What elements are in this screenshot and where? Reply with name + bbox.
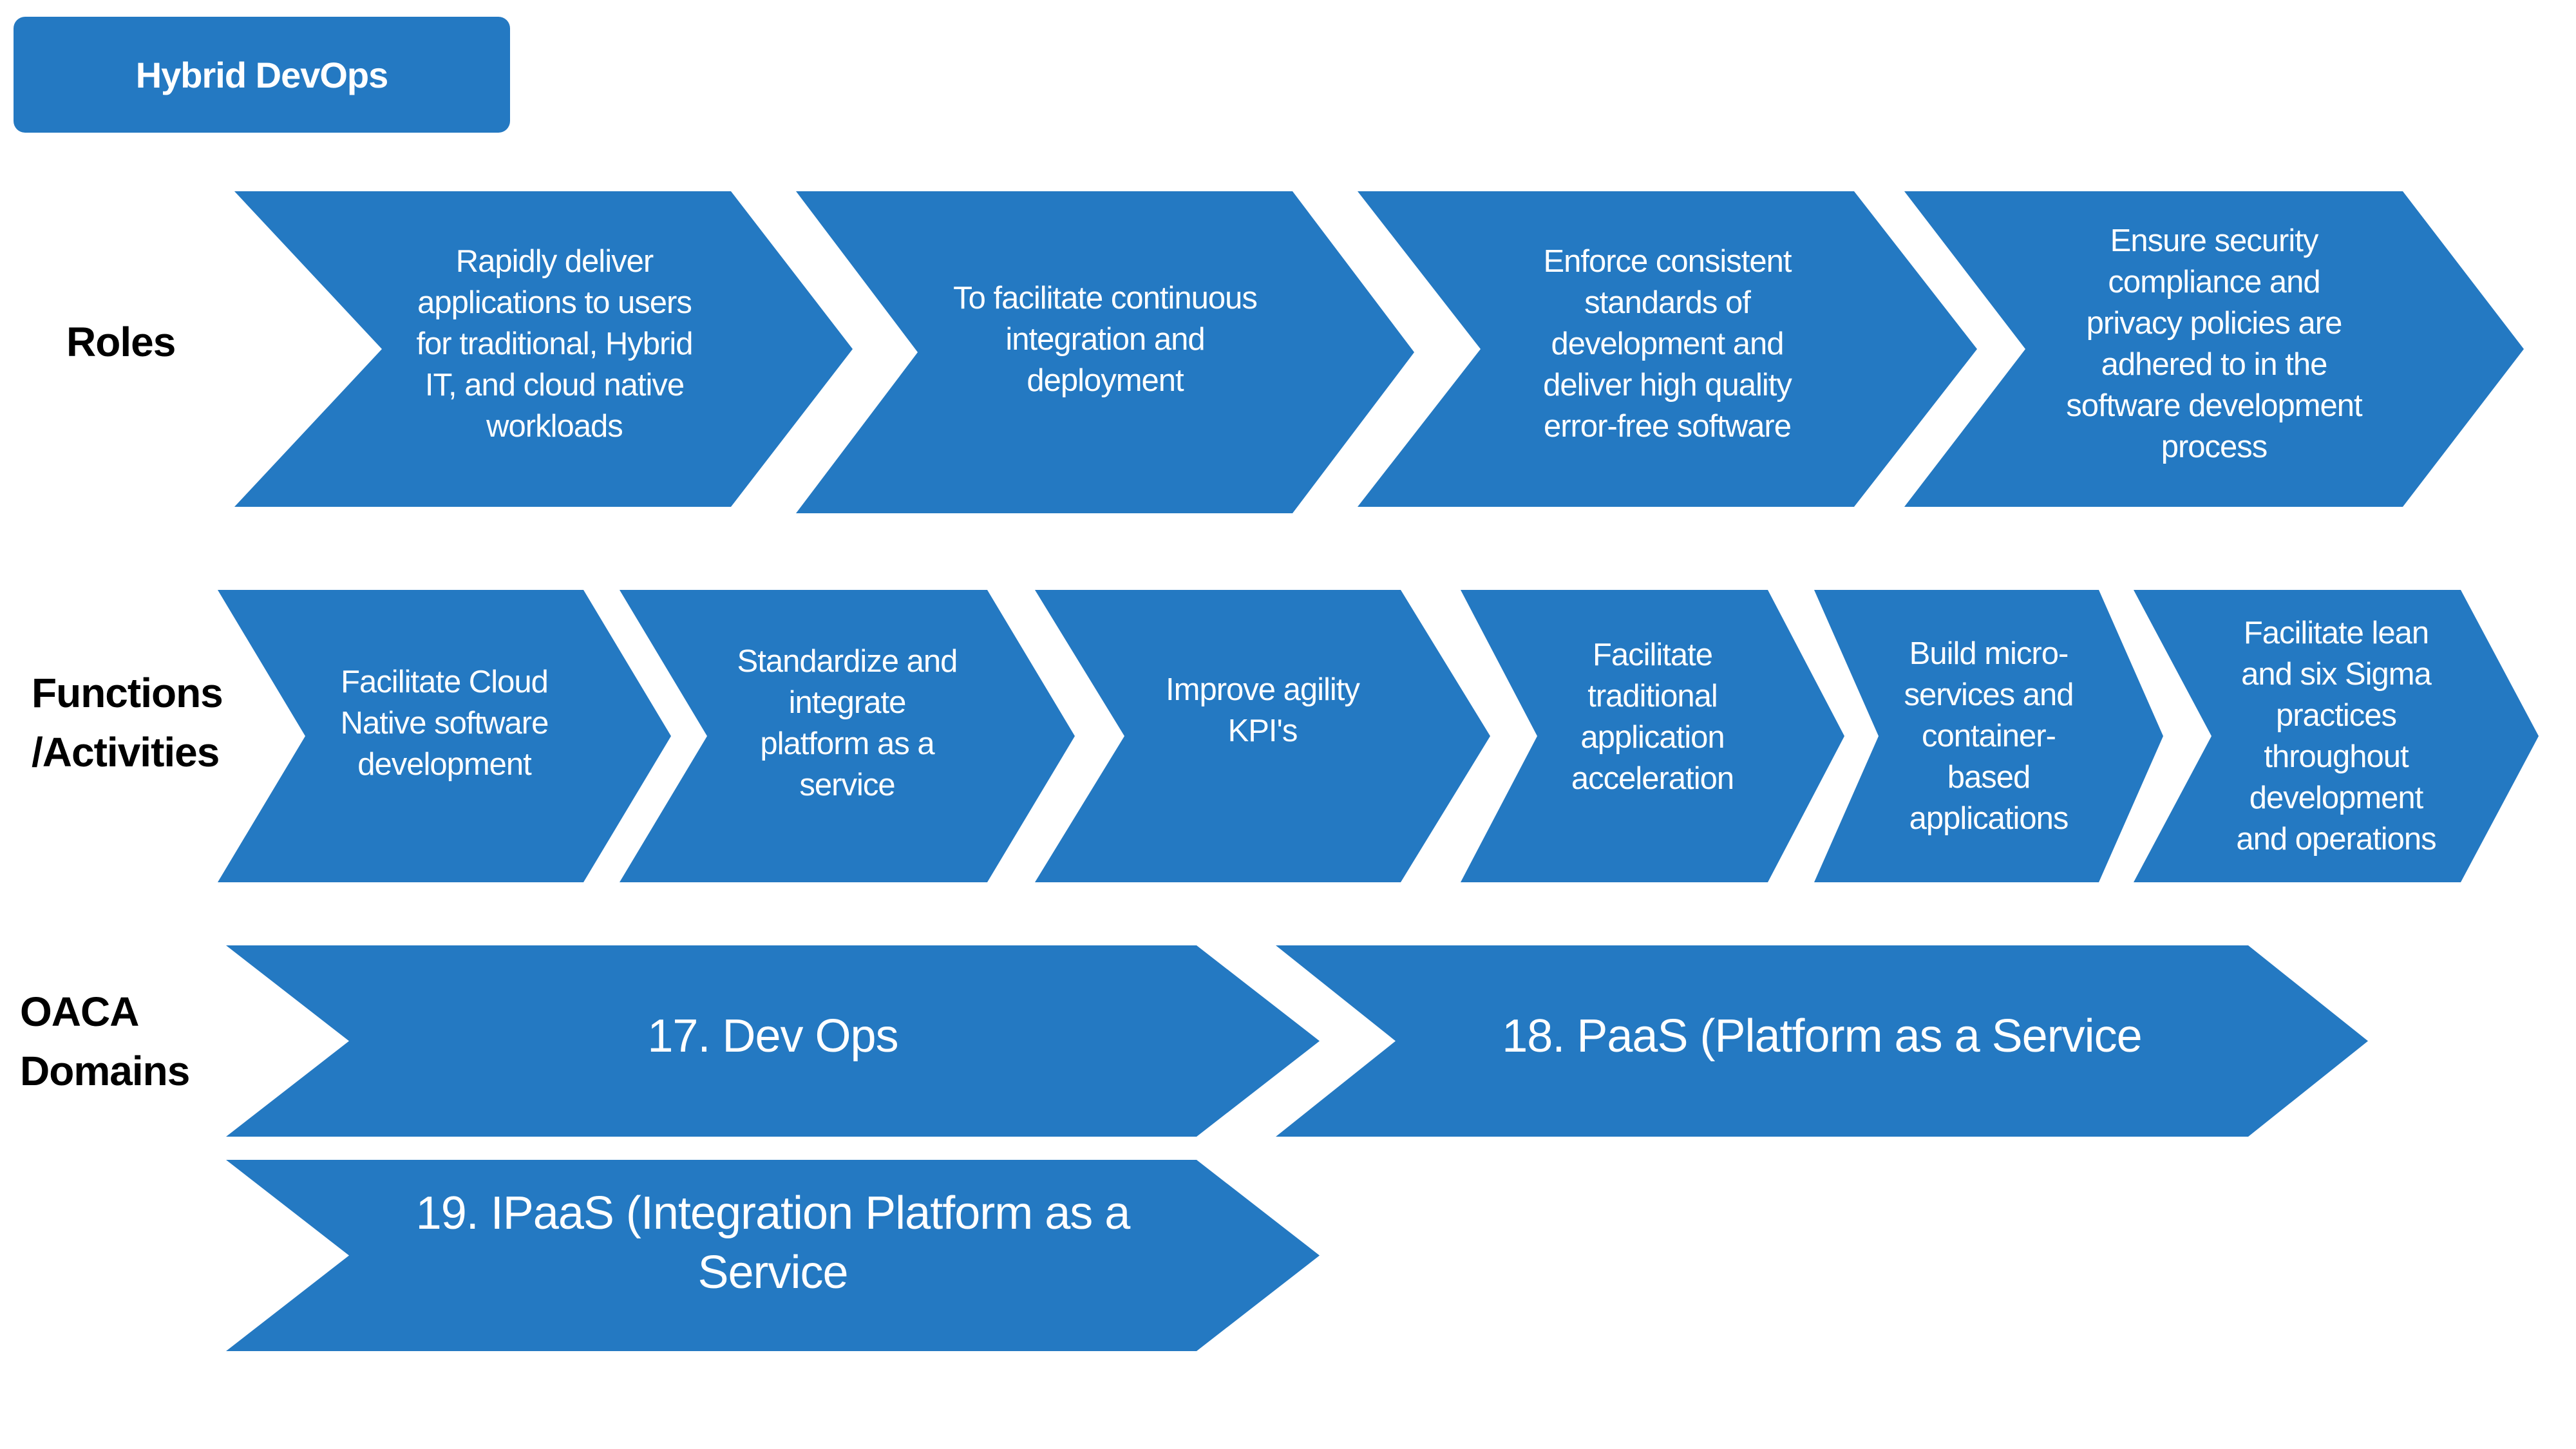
chevron-text-line: for traditional, Hybrid — [416, 327, 693, 361]
chevron-text-line: Ensure security — [2110, 223, 2319, 258]
domain-chevron-2: 18. PaaS (Platform as a Service — [1378, 940, 2266, 1132]
chevron-text-line: development — [357, 747, 532, 782]
chevron-text-line: Native software — [340, 706, 549, 741]
function-chevron-shape — [2134, 590, 2539, 882]
row-label-line: /Activities — [32, 729, 220, 775]
chevron-text-line: workloads — [486, 409, 623, 444]
chevron-text-line: service — [799, 768, 895, 802]
row-label-line: Functions — [32, 670, 223, 716]
chevron-text-line: IT, and cloud native — [424, 368, 685, 402]
chevron-text-line: 18. PaaS (Platform as a Service — [1502, 1010, 2142, 1062]
domain-chevron-shape — [1276, 945, 2368, 1137]
chevron-text-line: applications — [1909, 801, 2069, 836]
chevron-text-line: services and — [1904, 677, 2074, 712]
chevron-text-line: process — [2161, 430, 2268, 464]
chevron-text-line: error-free software — [1543, 409, 1792, 444]
chevron-text-line: Build micro- — [1909, 636, 2069, 671]
chevron-text: 18. PaaS (Platform as a Service — [1502, 1007, 2142, 1066]
role-chevron-shape — [1904, 191, 2524, 507]
chevron-text-line: Standardize and — [737, 644, 958, 679]
chevron-text: Standardize and integrate platform as a ser… — [737, 641, 958, 806]
chevron-text-line: Improve agility — [1166, 672, 1360, 707]
chevron-text: Enforce consistent standards of developmen… — [1543, 241, 1792, 447]
chevron-text-line: deliver high quality — [1543, 368, 1792, 402]
chevron-text: Build micro-services and container-based a… — [1904, 633, 2074, 839]
chevron-text: 17. Dev Ops — [647, 1007, 898, 1066]
chevron-text: To facilitate continuous integration and d… — [953, 278, 1258, 401]
chevron-text-line: application — [1580, 720, 1725, 755]
function-chevron-shape — [1035, 590, 1490, 882]
chevron-text-line: development — [2249, 781, 2424, 815]
row-label-functions-activities: Functions /Activities — [32, 663, 223, 782]
chevron-text: 19. IPaaS (Integration Platform as a Serv… — [415, 1184, 1131, 1302]
chevron-text-line: and six Sigma — [2241, 657, 2432, 692]
title-banner: Hybrid DevOps — [14, 17, 510, 133]
chevron-text-line: and operations — [2236, 822, 2436, 857]
row-label-line: Roles — [66, 319, 176, 365]
chevron-text-line: applications to users — [417, 285, 692, 320]
function-chevron-shape — [1461, 590, 1844, 882]
chevron-text-line: integrate — [788, 685, 907, 720]
chevron-text-line: 17. Dev Ops — [647, 1010, 898, 1062]
chevron-text-line: adhered to in the — [2101, 347, 2328, 382]
chevron-text-line: KPI's — [1227, 714, 1298, 748]
role-chevron-3: Enforce consistent standards of developmen… — [1462, 186, 1872, 502]
chevron-text-line: 19. IPaaS (Integration Platform as a — [415, 1187, 1131, 1239]
chevron-text-line: standards of — [1584, 285, 1751, 320]
row-label-oaca-domains: OACA Domains — [20, 982, 190, 1101]
function-chevron-shape — [1814, 590, 2163, 882]
chevron-text-line: software development — [2066, 388, 2362, 423]
domain-chevron-shape — [226, 945, 1320, 1137]
function-chevron-6: Facilitate lean and six Sigma practices thr… — [2200, 590, 2472, 882]
row-label-line: Domains — [20, 1048, 190, 1094]
chevron-text-line: container- — [1922, 719, 2056, 753]
chevron-text: Ensure security compliance and privacy pol… — [2066, 220, 2362, 468]
role-chevron-shape — [234, 191, 853, 507]
chevron-text: Facilitate lean and six Sigma practices thr… — [2236, 612, 2436, 860]
chevron-text-line: To facilitate continuous — [953, 281, 1258, 316]
domain-chevron-3: 19. IPaaS (Integration Platform as a Serv… — [330, 1147, 1215, 1338]
chevron-text-line: Facilitate — [1592, 638, 1713, 672]
chevron-text: Facilitate traditional application accelera… — [1571, 634, 1734, 799]
chevron-text-line: throughout — [2264, 739, 2409, 774]
chevron-text-line: Facilitate Cloud — [341, 665, 549, 699]
chevron-text-line: deployment — [1027, 363, 1184, 398]
role-chevron-4: Ensure security compliance and privacy pol… — [2007, 186, 2421, 502]
chevron-text: Rapidly deliver applications to users for … — [416, 241, 693, 447]
row-label-roles: Roles — [66, 312, 176, 372]
row-label-line: OACA — [20, 989, 139, 1035]
chevron-text-line: platform as a — [760, 726, 934, 761]
role-chevron-1: Rapidly deliver applications to users for … — [360, 186, 750, 502]
chevron-text-line: compliance and — [2108, 265, 2320, 299]
chevron-text-line: practices — [2275, 698, 2397, 733]
function-chevron-shape — [620, 590, 1075, 882]
function-chevron-shape — [218, 590, 671, 882]
chevron-text-line: Facilitate lean — [2243, 616, 2429, 650]
chevron-text-line: acceleration — [1571, 761, 1734, 796]
chevron-text-line: development and — [1551, 327, 1785, 361]
role-chevron-shape — [796, 191, 1414, 513]
diagram-title: Hybrid DevOps — [135, 54, 389, 95]
chevron-text-line: privacy policies are — [2086, 306, 2343, 341]
role-chevron-shape — [1358, 191, 1977, 507]
function-chevron-5: Build micro-services and container-based a… — [1869, 590, 2108, 882]
chevron-text-line: integration and — [1005, 322, 1205, 357]
chevron-text-line: Rapidly deliver — [455, 244, 654, 279]
role-chevron-2: To facilitate continuous integration and d… — [900, 178, 1311, 500]
chevron-text-line: Enforce consistent — [1543, 244, 1792, 279]
chevron-text-line: traditional — [1587, 679, 1718, 714]
function-chevron-4: Facilitate traditional application accelera… — [1526, 571, 1779, 863]
domain-chevron-1: 17. Dev Ops — [330, 940, 1215, 1132]
function-chevron-2: Standardize and integrate platform as a ser… — [694, 577, 1001, 869]
chevron-text-line: based — [1947, 760, 2031, 795]
chevron-text-line: Service — [697, 1246, 848, 1298]
domain-chevron-shape — [226, 1160, 1320, 1351]
